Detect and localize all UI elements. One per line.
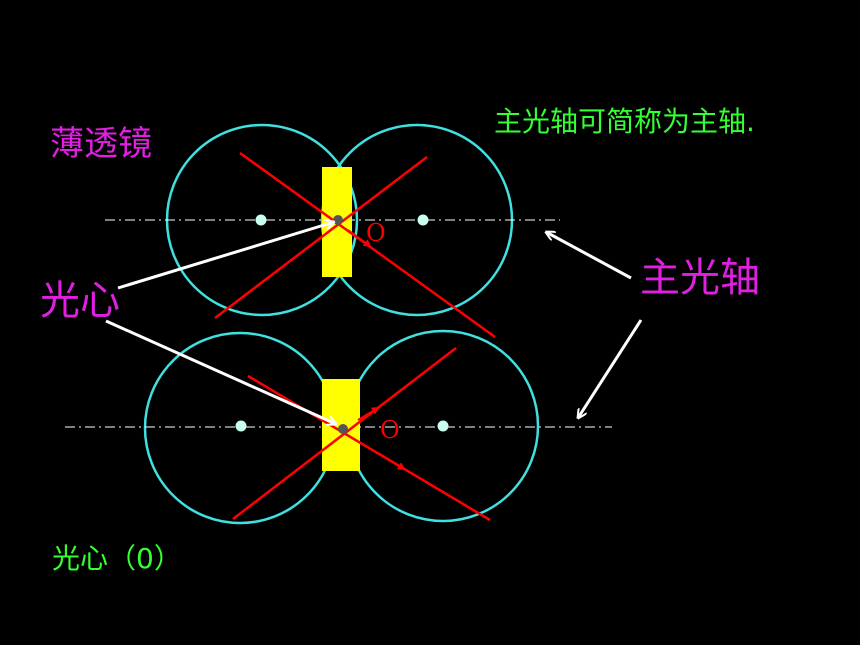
label-principal-axis: 主光轴 xyxy=(640,255,760,301)
pointer-optical-center-top xyxy=(117,222,334,290)
optical-center-bottom xyxy=(338,424,348,434)
label-optical-center: 光心 xyxy=(40,278,120,324)
pointer-principal-axis-bottom xyxy=(578,319,643,418)
footer-optical-center: 光心（0） xyxy=(52,542,182,575)
pointer-principal-axis-top xyxy=(546,232,632,280)
focus-top-left xyxy=(255,214,267,226)
pointer-arrows xyxy=(105,222,643,424)
optical-center-top xyxy=(333,215,343,225)
ray-bottom-arrow-1 xyxy=(357,406,380,421)
focus-bottom-right xyxy=(437,420,449,432)
focus-bottom-left xyxy=(235,420,247,432)
convex-lens-group xyxy=(105,123,560,339)
focus-top-right xyxy=(417,214,429,226)
title-thin-lens: 薄透镜 xyxy=(50,124,152,164)
note-principal-axis: 主光轴可简称为主轴. xyxy=(494,105,755,138)
point-label-o-bottom: O xyxy=(380,416,400,444)
point-label-o-top: O xyxy=(366,219,386,247)
concave-lens-group xyxy=(65,329,612,525)
pointer-optical-center-bottom xyxy=(105,319,336,424)
ray-top-arrow xyxy=(347,229,372,248)
ray-bottom-arrow-2 xyxy=(379,453,406,471)
ray-bottom-1 xyxy=(247,374,491,522)
ray-top-2 xyxy=(214,156,428,319)
